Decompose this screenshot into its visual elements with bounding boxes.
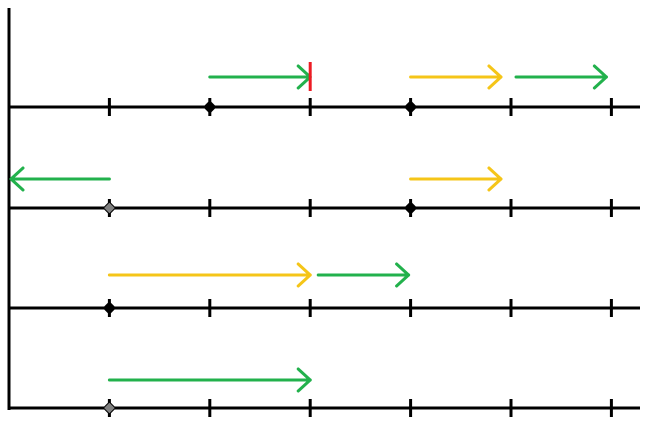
yellow-arrowhead: [487, 64, 503, 90]
gray-diamond-marker: [102, 401, 117, 415]
yellow-arrowhead: [296, 262, 312, 288]
black-diamond-marker: [403, 100, 418, 114]
green-arrowhead: [592, 64, 608, 90]
green-arrowhead: [296, 367, 312, 393]
black-diamond-marker: [102, 301, 117, 315]
black-diamond-marker: [403, 201, 418, 215]
green-arrowhead: [9, 166, 25, 192]
yellow-arrowhead: [487, 166, 503, 192]
gray-diamond-marker: [102, 201, 117, 215]
green-arrowhead: [395, 262, 411, 288]
black-diamond-marker: [203, 100, 217, 114]
